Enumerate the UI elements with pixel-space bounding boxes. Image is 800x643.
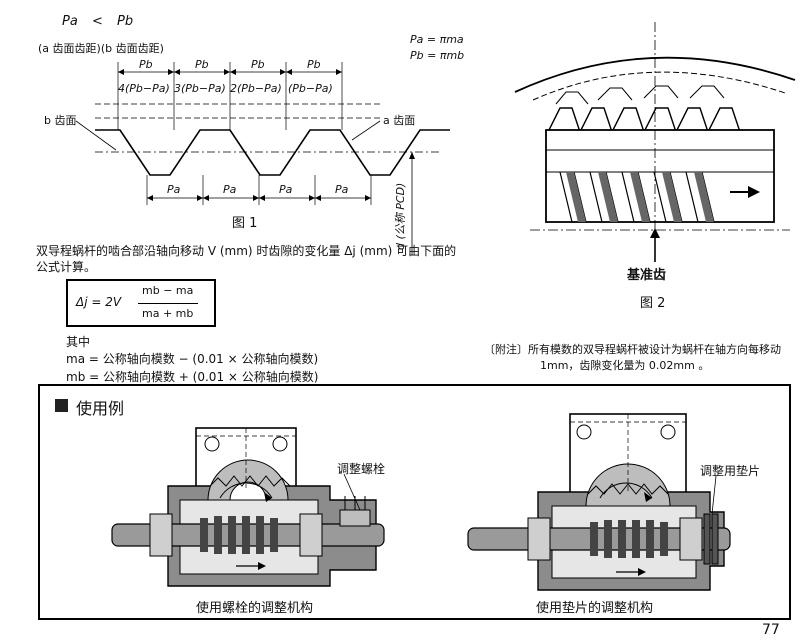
a-face-label: a 齿面 [383, 114, 416, 127]
pa-label-3: Pa [279, 183, 293, 196]
top-formula-pa: Pa [62, 14, 78, 29]
fig1-tooth-profile [95, 129, 450, 176]
diff-label-3: 2(Pb−Pa) [230, 82, 282, 95]
appendix-line-2: 1mm，齿隙变化量为 0.02mm 。 [540, 359, 710, 372]
top-formula-lt: < [91, 14, 103, 29]
pb-label-4: Pb [307, 58, 321, 71]
diff-label-1: 4(Pb−Pa) [118, 82, 170, 95]
desc-line-2: 公式计算。 [36, 260, 97, 274]
pa-label-1: Pa [167, 183, 181, 196]
page-number: 77 [762, 622, 780, 638]
formula-lhs: Δj = 2V [76, 295, 122, 309]
diff-label-2: 3(Pb−Pa) [174, 82, 226, 95]
formula-fraction-bar [138, 303, 198, 304]
bolt-mechanism [111, 427, 385, 587]
diff-label-4: (Pb−Pa) [288, 82, 333, 95]
shim-label: 调整用垫片 [700, 464, 761, 478]
formula-box: Δj = 2V mb − ma ma + mb [66, 279, 216, 327]
usage-section [38, 384, 791, 620]
bolt-caption: 使用螺栓的调整机构 [196, 601, 314, 616]
b-face-label: b 齿面 [44, 114, 77, 127]
fig1-eq1: Pa = πma [410, 33, 464, 46]
pb-label-2: Pb [195, 58, 209, 71]
fig1-eq2: Pb = πmb [410, 49, 465, 62]
appendix-line-1: 〔附注〕所有模数的双导程蜗杆被设计为蜗杆在轴方向每移动 [484, 343, 781, 356]
formula-denominator: ma + mb [142, 307, 194, 320]
reference-tooth-label: 基准齿 [627, 268, 667, 283]
fig1-subtitle: (a 齿面齿距)(b 齿面齿距) [38, 42, 164, 55]
shim-caption: 使用垫片的调整机构 [536, 601, 654, 616]
fig2-caption: 图 2 [640, 296, 666, 311]
shim-mechanism [467, 413, 731, 591]
pa-label-4: Pa [335, 183, 349, 196]
pb-label-1: Pb [139, 58, 153, 71]
pb-label-3: Pb [251, 58, 265, 71]
top-formula-pb: Pb [117, 14, 134, 29]
fig1-caption: 图 1 [232, 216, 258, 231]
usage-title: 使用例 [76, 399, 125, 418]
pa-label-2: Pa [223, 183, 237, 196]
section-square-icon [55, 399, 68, 412]
notes-ma: ma = 公称轴向模数 − (0.01 × 公称轴向模数) [66, 352, 319, 366]
formula-numerator: mb − ma [142, 284, 194, 297]
top-formula: Pa < Pb [62, 14, 133, 29]
notes-header: 其中 [66, 335, 91, 349]
desc-line-1: 双导程蜗杆的啮合部沿轴向移动 V (mm) 时齿隙的变化量 Δj (mm) 可由… [36, 244, 457, 258]
bolt-label: 调整螺栓 [337, 462, 386, 476]
notes-mb: mb = 公称轴向模数 + (0.01 × 公称轴向模数) [66, 370, 319, 384]
